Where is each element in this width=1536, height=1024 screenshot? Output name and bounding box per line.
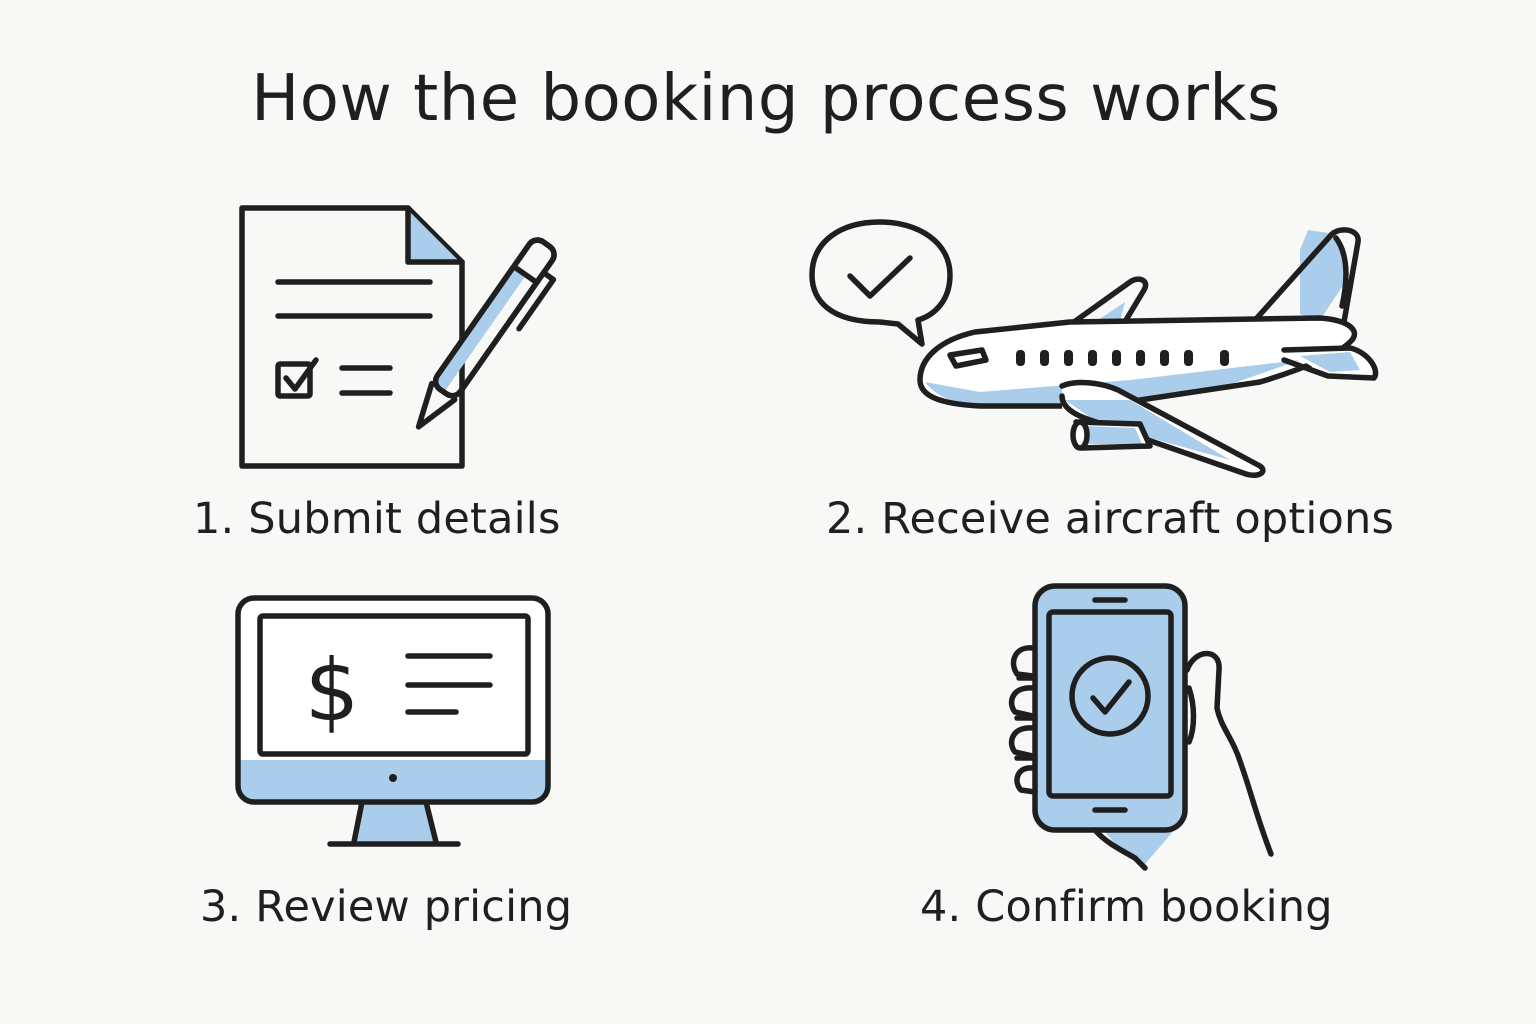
step-label-confirm-booking: 4. Confirm booking [920,882,1333,932]
step-label-submit-details: 1. Submit details [193,494,561,544]
airplane-check-icon [809,219,1379,479]
step-label-review-pricing: 3. Review pricing [200,882,573,932]
document-pen-icon [239,205,557,469]
step-label-receive-aircraft-options: 2. Receive aircraft options [826,494,1395,544]
phone-check-icon [1008,583,1274,871]
page-title-text: How the booking process works [251,62,1281,136]
svg-text:$: $ [305,641,360,741]
page-title: How the booking process works [0,62,1536,136]
monitor-dollar-icon: $ [235,595,551,847]
